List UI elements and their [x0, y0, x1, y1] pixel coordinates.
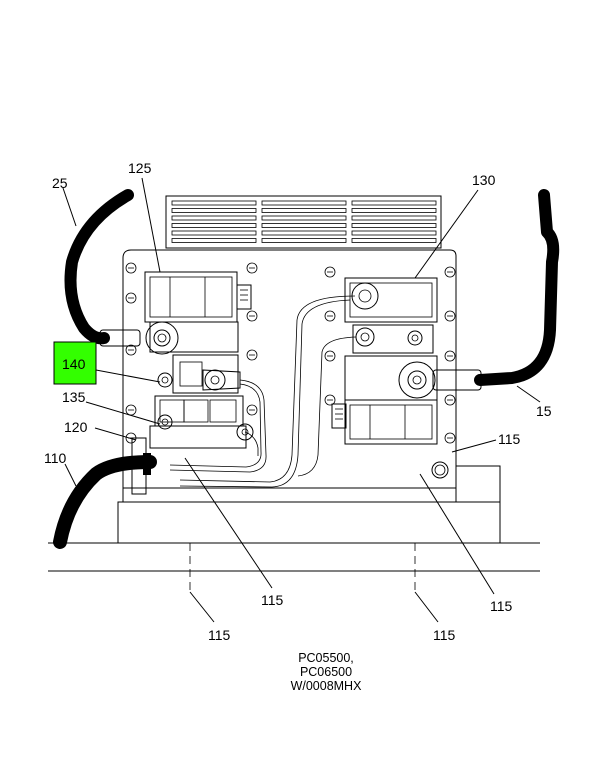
- mounting-plate: [122, 249, 457, 489]
- caption-line-2: PC06500: [300, 665, 352, 679]
- screw-icon: [444, 266, 456, 278]
- callout-15[interactable]: 15: [536, 403, 552, 419]
- callout-115-lower-right[interactable]: 115: [490, 598, 513, 614]
- screw-icon: [444, 394, 456, 406]
- grille-slot: [261, 215, 347, 221]
- grille-slot: [171, 215, 257, 221]
- callout-130[interactable]: 130: [472, 172, 496, 188]
- screw-icon: [324, 266, 336, 278]
- grille-slot: [351, 223, 437, 228]
- heavy-cables: [53, 189, 560, 549]
- highlight-box-140[interactable]: [53, 341, 97, 385]
- callout-120[interactable]: 120: [64, 419, 88, 435]
- screw-icon: [246, 262, 258, 274]
- screw-icon: [246, 310, 258, 322]
- callout-110[interactable]: 110: [44, 450, 67, 466]
- callout-140[interactable]: 140: [62, 356, 86, 372]
- drawing-caption: PC05500, PC06500 W/0008MHX: [291, 651, 363, 693]
- caption-line-1: PC05500,: [298, 651, 354, 665]
- callout-115-center[interactable]: 115: [261, 592, 284, 608]
- grille-slot: [261, 208, 347, 213]
- grille-slot: [261, 200, 347, 206]
- grille-slot: [171, 208, 257, 213]
- callout-135[interactable]: 135: [62, 389, 86, 405]
- callout-115-bottom-left[interactable]: 115: [208, 627, 231, 643]
- screw-icon: [324, 310, 336, 322]
- grille-slot: [171, 238, 257, 243]
- screw-icon: [324, 394, 336, 406]
- screw-icon: [246, 349, 258, 361]
- grille-slot: [351, 230, 437, 236]
- callout-labels: 25 125 130 140 135 120 110 15 115 115 11…: [44, 160, 552, 643]
- screw-icon: [444, 350, 456, 362]
- internal-wiring: [169, 295, 357, 488]
- grille-slot: [351, 215, 437, 221]
- screw-icon: [125, 262, 137, 274]
- floor-lines: [48, 542, 540, 592]
- leader-lines: [62, 177, 541, 623]
- screw-icon: [324, 350, 336, 362]
- left-relay-module: [144, 271, 252, 449]
- grille-slot: [351, 208, 437, 213]
- screw-icon: [444, 432, 456, 444]
- screw-icon: [125, 292, 137, 304]
- grille-slot: [261, 238, 347, 243]
- callout-115-right[interactable]: 115: [498, 431, 521, 447]
- grille-slot: [261, 230, 347, 236]
- callout-25[interactable]: 25: [52, 175, 68, 191]
- terminal-studs: [99, 282, 482, 441]
- callout-115-bottom-right[interactable]: 115: [433, 627, 456, 643]
- screw-icon: [444, 310, 456, 322]
- grille-slot: [171, 223, 257, 228]
- top-grille: [165, 195, 442, 249]
- right-relay-module: [331, 277, 438, 445]
- grille-slot: [171, 200, 257, 206]
- grille-slot: [261, 223, 347, 228]
- grille-slot: [351, 200, 437, 206]
- grille-slot: [351, 238, 437, 243]
- caption-line-3: W/0008MHX: [291, 679, 363, 693]
- grille-slot: [171, 230, 257, 236]
- screw-icon: [125, 344, 137, 356]
- screw-icon: [246, 404, 258, 416]
- callout-125[interactable]: 125: [128, 160, 152, 176]
